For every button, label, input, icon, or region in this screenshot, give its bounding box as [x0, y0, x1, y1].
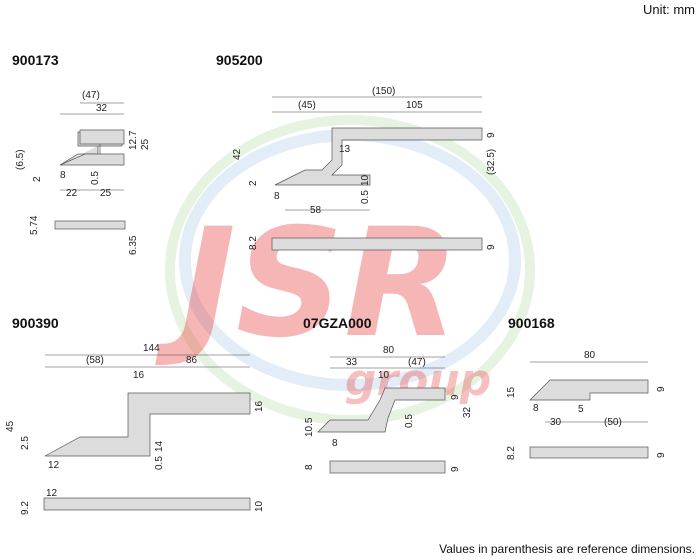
dim-900168-30: 30: [550, 417, 562, 428]
dim-900173-6-5: (6.5): [15, 149, 26, 170]
dim-905200-9: 9: [486, 132, 497, 138]
dim-900168-8-2: 8.2: [506, 446, 517, 460]
dim-900390-14: 14: [154, 440, 165, 452]
dim-900168-80: 80: [584, 350, 596, 361]
dim-900390-9-2: 9.2: [20, 501, 31, 515]
dim-900390-2-5: 2.5: [20, 436, 31, 450]
dim-07GZA000-32: 32: [462, 406, 473, 418]
dim-900390-16b: 16: [254, 400, 265, 412]
dim-900390-12: 12: [48, 460, 60, 471]
dim-07GZA000-10-5: 10.5: [304, 417, 315, 437]
dim-900173-25: 25: [140, 138, 151, 150]
dim-900390-144: 144: [143, 343, 160, 354]
dim-905200-58: 58: [310, 205, 322, 216]
dim-905200-0-5: 0.5: [360, 190, 371, 204]
dim-905200-13: 13: [339, 144, 351, 155]
dim-905200-45: (45): [298, 100, 316, 111]
dim-905200-150: (150): [372, 86, 395, 97]
dim-900173-22: 22: [66, 188, 78, 199]
dim-905200-10: 10: [360, 174, 371, 186]
drawing-900173: (47) 32 12.7 25 (6.5) 2 8 0.5 22 25 5.74…: [15, 90, 151, 255]
dim-900173-12-7: 12.7: [128, 130, 139, 150]
dim-905200-42: 42: [232, 148, 243, 160]
dim-07GZA000-80: 80: [383, 345, 395, 356]
dim-905200-32-5: (32.5): [486, 149, 497, 175]
dim-905200-9b: 9: [486, 244, 497, 250]
dim-07GZA000-8: 8: [332, 438, 338, 449]
dim-900173-32: 32: [96, 103, 108, 114]
dim-900390-86: 86: [186, 355, 198, 366]
dim-900173-6-35: 6.35: [128, 235, 139, 255]
dim-07GZA000-9b: 9: [450, 466, 461, 472]
dim-905200-105: 105: [406, 100, 423, 111]
dim-900168-8: 8: [533, 403, 539, 414]
dim-905200-8: 8: [274, 191, 280, 202]
dim-905200-2: 2: [248, 180, 259, 186]
dim-905200-8-2: 8.2: [248, 236, 259, 250]
drawing-07GZA000: 80 33 (47) 10 9 32 10.5 8 0.5 8 9: [304, 345, 473, 474]
drawing-905200: (150) (45) 105 9 42 13 (32.5) 2 8 0.5 10…: [232, 86, 497, 251]
drawing-900168: 80 15 9 8 30 5 (50) 8.2 9: [506, 350, 667, 460]
dim-900390-12b: 12: [46, 488, 58, 499]
dim-07GZA000-33: 33: [346, 357, 358, 368]
part-code-900173: 900173: [12, 52, 59, 68]
part-code-900168: 900168: [508, 315, 555, 331]
dim-900390-16a: 16: [133, 370, 145, 381]
dim-900168-15: 15: [506, 386, 517, 398]
part-code-900390: 900390: [12, 315, 59, 331]
dim-900173-5-74: 5.74: [29, 215, 40, 235]
dim-900168-9b: 9: [656, 452, 667, 458]
dim-900173-2: 2: [32, 176, 43, 182]
dim-900168-50: (50): [604, 417, 622, 428]
unit-label: Unit: mm: [643, 2, 695, 17]
dim-07GZA000-0-5: 0.5: [404, 414, 415, 428]
dim-900168-5: 5: [578, 404, 584, 415]
footnote: Values in parenthesis are reference dime…: [439, 542, 695, 556]
drawing-900390: 144 (58) 86 16 16 45 2.5 12 0.5 14 9.2 1…: [5, 343, 265, 515]
dim-07GZA000-10: 10: [378, 370, 390, 381]
part-code-07GZA000: 07GZA000: [303, 315, 372, 331]
dim-900390-0-5: 0.5: [154, 456, 165, 470]
dim-07GZA000-47: (47): [408, 357, 426, 368]
dim-900168-9: 9: [656, 386, 667, 392]
part-code-905200: 905200: [216, 52, 263, 68]
dim-900390-58: (58): [86, 355, 104, 366]
dim-900173-47: (47): [82, 90, 100, 101]
dim-07GZA000-8b: 8: [304, 464, 315, 470]
dim-900173-25b: 25: [100, 188, 112, 199]
dim-900173-0-5: 0.5: [90, 171, 101, 185]
dim-07GZA000-9: 9: [450, 394, 461, 400]
dim-900173-8: 8: [60, 170, 66, 181]
dim-900390-10: 10: [254, 500, 265, 512]
watermark-text: JSR: [155, 197, 459, 371]
dim-900390-45: 45: [5, 420, 16, 432]
